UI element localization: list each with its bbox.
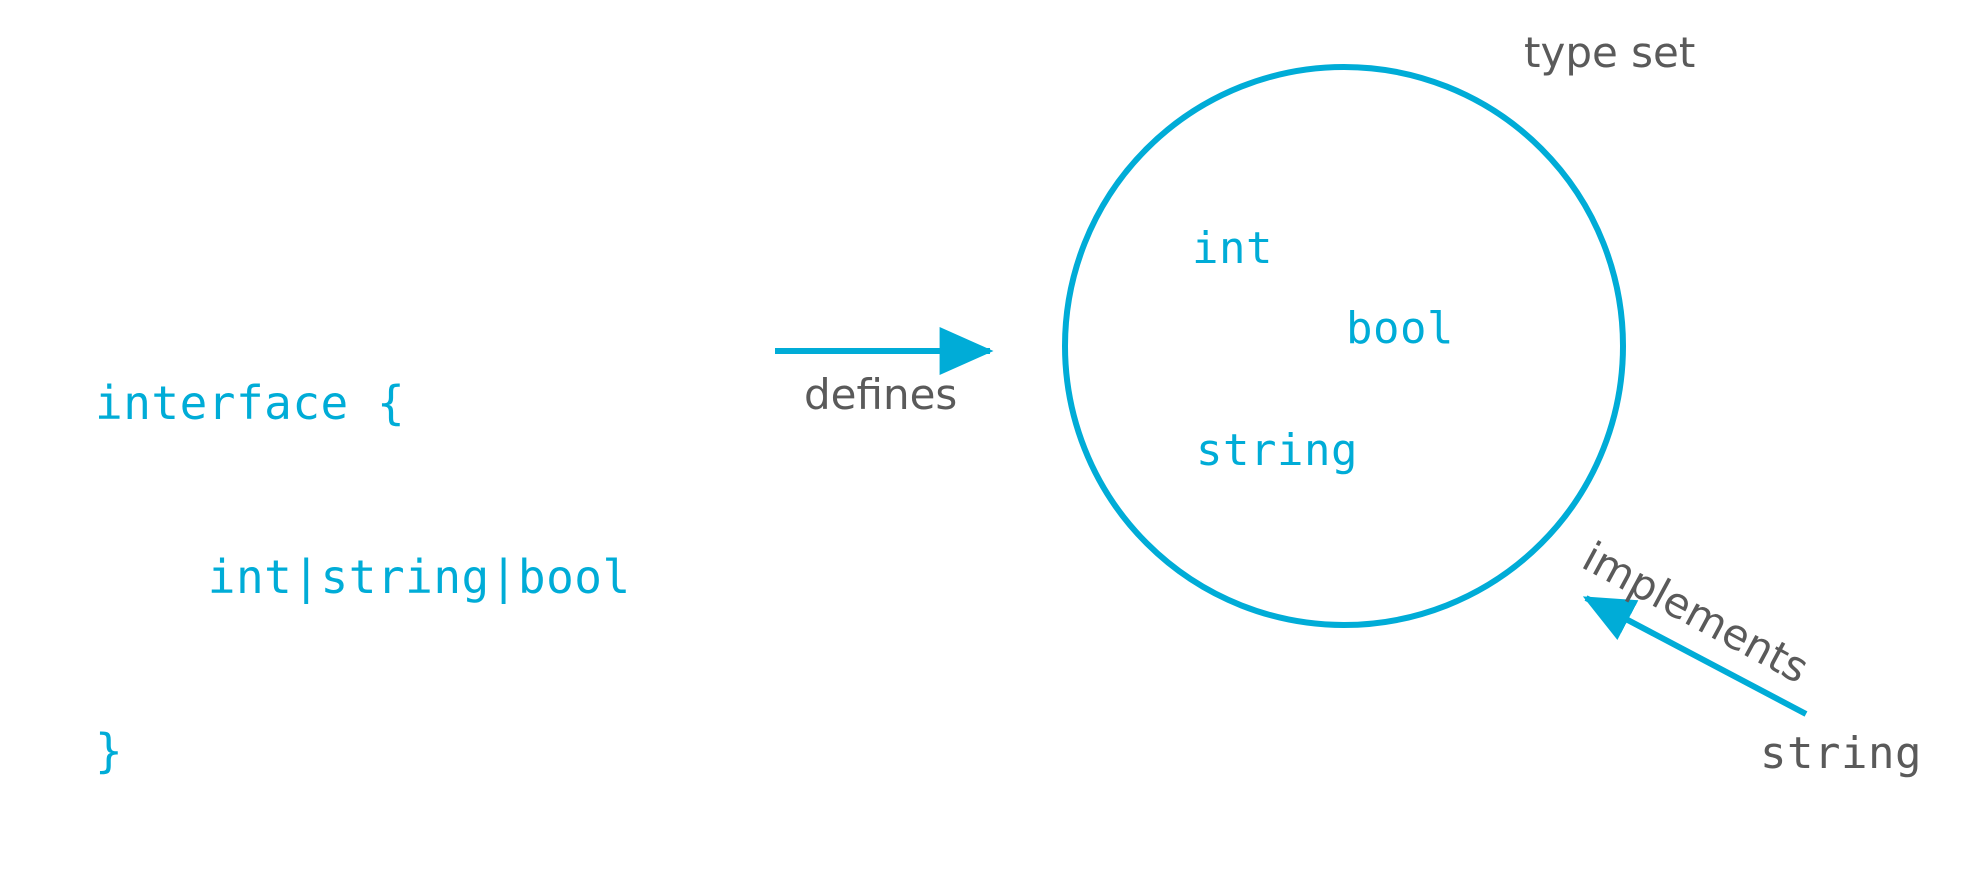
type-member-int: int (1192, 223, 1273, 274)
code-line-3: } (95, 724, 124, 778)
code-line-1: interface { (95, 376, 406, 430)
type-member-string: string (1196, 425, 1358, 476)
type-set-caption: type set (1524, 28, 1696, 77)
defines-edge-label: defines (804, 370, 958, 419)
implements-arrow (1582, 595, 1808, 717)
type-member-bool: bool (1346, 303, 1454, 354)
type-set-circle (1062, 64, 1626, 628)
implementing-type-label: string (1760, 728, 1922, 779)
code-line-2: int|string|bool (95, 550, 631, 604)
interface-code-block: interface { int|string|bool } (95, 258, 631, 896)
diagram-vector-layer (775, 64, 1808, 717)
diagram-canvas: interface { int|string|bool } int bool s… (95, 28, 1922, 779)
